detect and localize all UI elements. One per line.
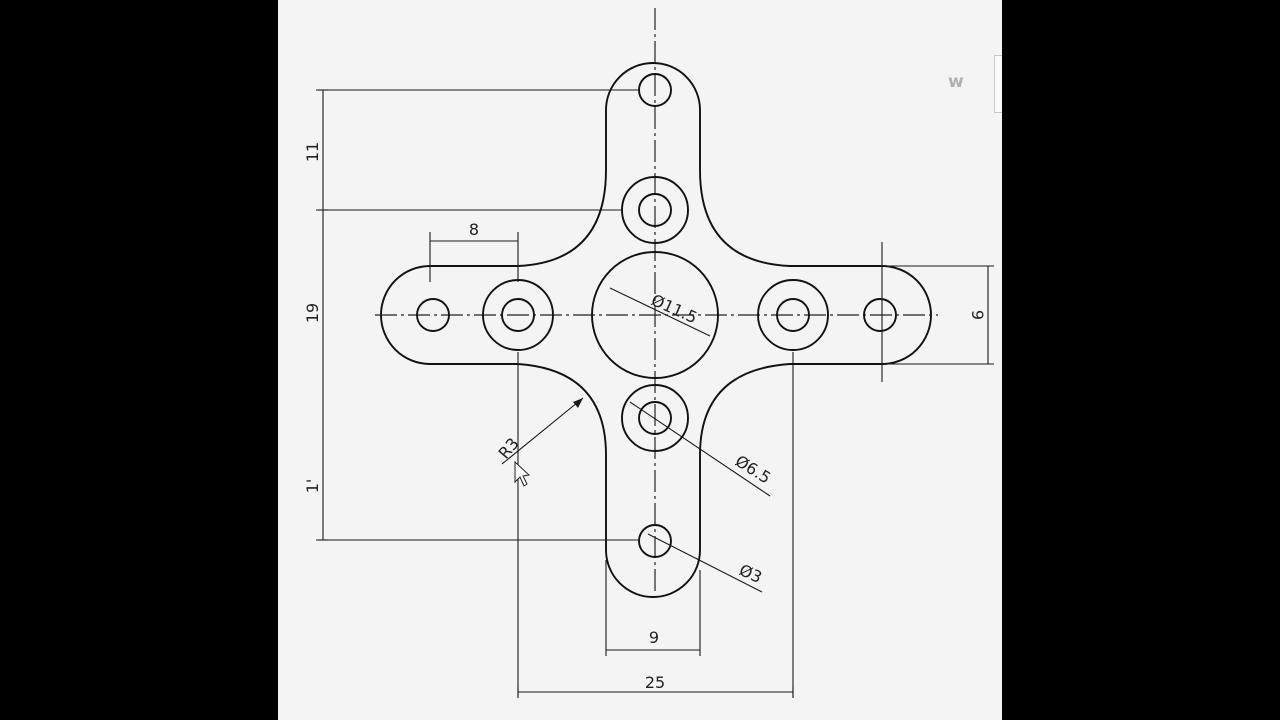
dim-mid-span: 19 [303,303,322,323]
dim-9-bottom-group: 9 [605,560,701,656]
left-hole [416,298,450,332]
right-boss-hole [776,298,810,332]
right-boss [757,279,829,351]
dim-center-bore: Ø11.5 [648,290,700,327]
left-dimension-group: 11 19 1' [303,89,638,541]
bottom-hole [638,524,672,558]
bottom-boss-hole [638,401,672,435]
dim-arm-width-right: 9 [968,310,987,320]
dim-25-group: 25 [517,352,794,698]
dim-boss-diameter-group: Ø6.5 [629,401,774,497]
mouse-cursor-icon [514,460,531,487]
dim-left-arm-hole-spacing: 8 [469,220,479,239]
side-panel-edge [994,55,1002,113]
dim-center-bore-group: Ø11.5 [609,287,711,337]
bottom-boss [621,384,689,452]
dim-fillet-radius-group: R3 [495,397,584,465]
dim-9-right-group: 9 [881,242,994,382]
drawing-viewport[interactable]: 11 19 1' 8 9 Ø11.5 Ø6.5 [278,0,1002,720]
dim-hole-diameter: Ø3 [736,560,765,587]
dim-arm-width-bottom: 9 [649,628,659,647]
left-boss-hole [501,298,535,332]
cad-drawing[interactable]: 11 19 1' 8 9 Ø11.5 Ø6.5 [278,0,1002,720]
dim-8-group: 8 [429,220,519,282]
side-panel-label: w [948,72,964,92]
dim-hole-span: 25 [645,673,665,692]
dim-lower-span: 1' [303,479,322,494]
top-boss-hole [638,193,672,227]
dim-boss-diameter: Ø6.5 [732,451,774,487]
top-hole [638,73,672,107]
dim-hole-diameter-group: Ø3 [647,533,765,593]
plate-outline [380,62,932,598]
right-hole [863,298,897,332]
center-bore [591,251,719,379]
dim-top-arm-offset: 11 [303,142,322,162]
